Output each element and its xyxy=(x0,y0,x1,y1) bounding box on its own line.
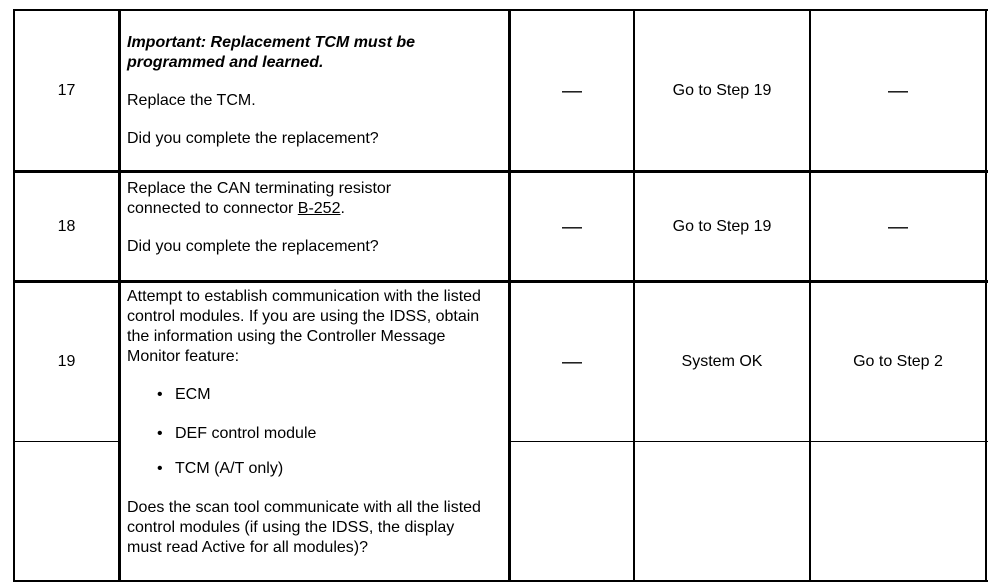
question-text: Did you complete the replacement? xyxy=(127,238,379,255)
value-cell: — xyxy=(562,215,582,238)
action-text-lead: Replace the CAN terminating resistor con… xyxy=(127,180,392,217)
step-number: 18 xyxy=(57,217,76,235)
no-action-cell: — xyxy=(888,215,908,238)
row-divider xyxy=(13,280,988,283)
action-text: Replace the CAN terminating resistor con… xyxy=(127,179,457,219)
step-19-divider-right xyxy=(509,441,988,442)
no-action-link[interactable]: Go to Step 2 xyxy=(853,353,943,370)
column-divider xyxy=(809,9,811,582)
step-number: 19 xyxy=(57,353,76,370)
value-cell: — xyxy=(562,79,582,102)
table-border-right xyxy=(985,9,987,582)
column-divider xyxy=(508,9,511,582)
table-border-left xyxy=(13,9,15,582)
step-17-action-cell: Important: Replacement TCM must be progr… xyxy=(127,33,502,149)
step-19-action-cell: Attempt to establish communication with … xyxy=(127,287,492,577)
yes-action-link[interactable]: Go to Step 19 xyxy=(672,81,772,99)
column-divider xyxy=(118,9,121,582)
action-text: Attempt to establish communication with … xyxy=(127,288,481,365)
connector-link[interactable]: B-252 xyxy=(297,200,341,217)
list-item: DEF control module xyxy=(157,424,316,444)
row-divider xyxy=(13,170,988,173)
no-action-cell: — xyxy=(888,79,908,102)
step-18-action-cell: Replace the CAN terminating resistor con… xyxy=(127,179,457,257)
step-number: 17 xyxy=(57,81,76,99)
list-item: TCM (A/T only) xyxy=(157,459,283,479)
value-cell: — xyxy=(562,351,582,373)
table-border-bottom xyxy=(13,580,988,582)
important-note: Important: Replacement TCM must be progr… xyxy=(127,34,416,71)
yes-action-link[interactable]: Go to Step 19 xyxy=(672,217,772,235)
column-divider xyxy=(633,9,635,582)
yes-action-text: System OK xyxy=(681,353,763,370)
step-19-divider-left xyxy=(13,441,120,442)
table-border-top xyxy=(13,9,988,11)
question-text: Did you complete the replacement? xyxy=(127,130,379,147)
question-text: Does the scan tool communicate with all … xyxy=(127,499,481,556)
action-text-end: . xyxy=(340,200,345,217)
list-item: ECM xyxy=(157,385,210,405)
action-text: Replace the TCM. xyxy=(127,92,256,109)
